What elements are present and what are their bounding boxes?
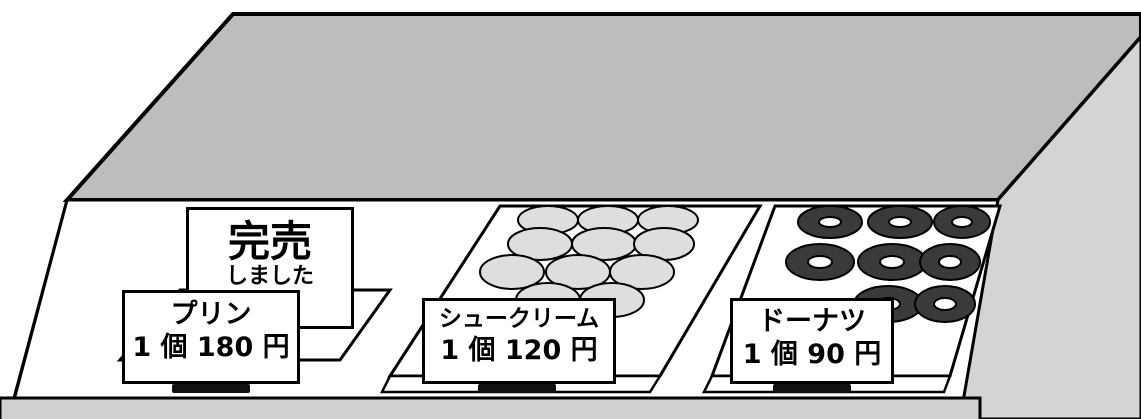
label-stand: [478, 384, 556, 393]
item-price: 1 個 120 円: [440, 334, 598, 366]
donuts: [785, 205, 991, 323]
case-side: [958, 34, 1141, 419]
label-stand: [172, 384, 250, 393]
item-price: 1 個 90 円: [742, 339, 882, 371]
cream-puff-icon: [609, 254, 675, 290]
item-name: ドーナツ: [758, 306, 866, 337]
item-name: シュークリーム: [438, 306, 600, 332]
cream-puff-icon: [479, 254, 545, 290]
sold-out-title: 完売: [227, 217, 312, 266]
price-label-donut: ドーナツ 1 個 90 円: [730, 298, 894, 384]
cream-puffs: [479, 205, 699, 318]
item-price: 1 個 180 円: [132, 332, 290, 364]
label-stand: [773, 384, 851, 393]
sold-out-subtitle: しました: [225, 264, 314, 290]
item-name: プリン: [170, 299, 252, 330]
price-label-cream-puff: シュークリーム 1 個 120 円: [422, 298, 616, 384]
case-top: [62, 12, 1141, 202]
case-glass-edge: [12, 199, 69, 401]
case-front-rail: [0, 396, 982, 419]
price-label-pudding: プリン 1 個 180 円: [122, 290, 300, 384]
